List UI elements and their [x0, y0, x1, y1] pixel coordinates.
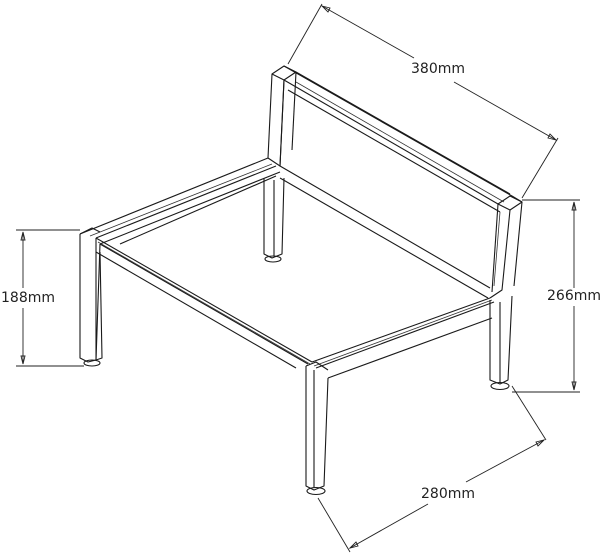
dimension-label-188: 188mm	[0, 290, 56, 306]
dimension-188	[16, 229, 84, 367]
dimension-label-280: 280mm	[420, 486, 476, 502]
dimension-label-266: 266mm	[546, 288, 600, 304]
backrest	[267, 65, 523, 299]
dimension-380	[287, 3, 559, 199]
dimension-label-380: 380mm	[410, 61, 466, 77]
dimension-280	[317, 385, 547, 553]
dimension-266	[512, 199, 580, 393]
legs	[79, 177, 513, 496]
seat-frame	[79, 157, 495, 379]
